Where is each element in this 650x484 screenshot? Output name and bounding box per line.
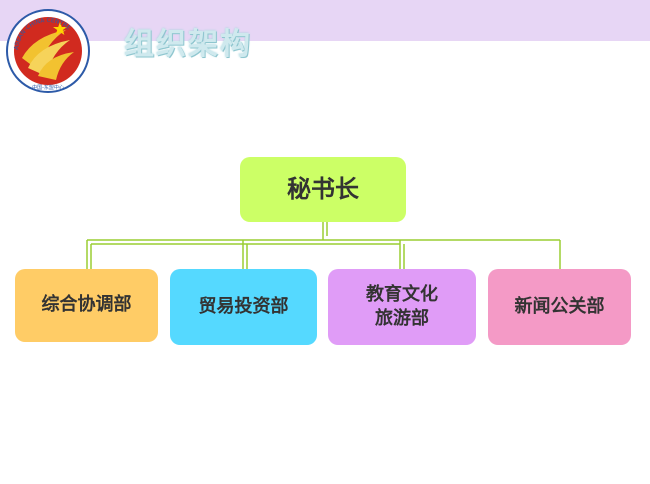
page-title: 组织架构	[124, 27, 252, 62]
org-node-label: 新闻公关部	[514, 295, 605, 317]
org-node-label: 教育文化 旅游部	[366, 283, 438, 332]
org-node-press-public-relations: 新闻公关部	[488, 269, 631, 345]
org-node-label: 贸易投资部	[198, 295, 289, 317]
org-node-education-culture-tourism: 教育文化 旅游部	[328, 269, 476, 345]
org-node-label: 综合协调部	[41, 294, 132, 316]
org-node-label-line-2: 旅游部	[375, 308, 429, 329]
asean-china-centre-logo-icon: ASEAN-CHINA CENTRE 中国-东盟中心	[6, 9, 90, 93]
org-node-label: 秘书长	[287, 175, 359, 204]
org-node-secretary-general: 秘书长	[240, 157, 406, 222]
org-node-general-coordination: 综合协调部	[15, 269, 158, 342]
logo-bottom-text: 中国-东盟中心	[32, 84, 64, 91]
org-node-label-line-1: 教育文化	[366, 283, 438, 305]
org-node-trade-investment: 贸易投资部	[170, 269, 317, 345]
header-band	[0, 0, 650, 41]
